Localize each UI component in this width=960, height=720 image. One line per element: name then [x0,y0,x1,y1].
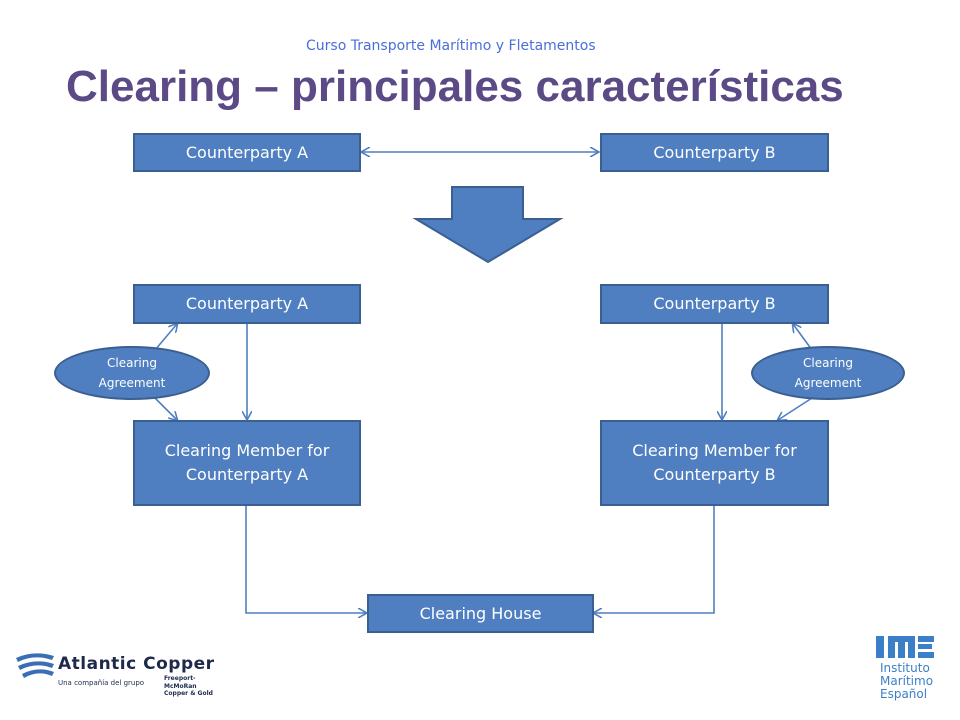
clearing-agreement-left: Clearing Agreement [54,346,210,400]
clearing-member-a-line1: Clearing Member for [164,441,330,460]
agreement-right-to-counterparty [793,324,813,351]
agreement-left-to-member [154,397,177,420]
clearing-house-box: Clearing House [367,594,594,633]
transition-down-arrow [412,186,564,264]
clearing-member-a-line2: Counterparty A [185,465,309,484]
clearing-member-b-line1: Clearing Member for [632,441,797,460]
atlantic-copper-logo [16,653,54,678]
ime-word-2: Marítimo [880,674,934,688]
ime-word-3: Español [880,687,928,701]
ime-logo-mark [876,636,934,658]
clearing-agreement-right: Clearing Agreement [751,346,905,400]
member-b-to-house [594,506,715,613]
counterparty-a-box: Counterparty A [133,284,361,324]
atlantic-copper-tagline: Una compañía del grupo [58,679,145,687]
top-counterparty-a: Counterparty A [133,133,361,172]
agreement-right-to-member [778,397,813,420]
clearing-member-a: Clearing Member for Counterparty A [133,420,361,506]
freeport-group-name: Freeport-McMoRan Copper & Gold [164,675,213,697]
clearing-member-b: Clearing Member for Counterparty B [600,420,829,506]
clearing-member-b-line2: Counterparty B [653,465,776,484]
top-counterparty-b: Counterparty B [600,133,829,172]
atlantic-copper-name: Atlantic Copper [58,654,215,674]
slide-title: Clearing – principales características [66,62,844,111]
counterparty-b-box: Counterparty B [600,284,829,324]
ime-word-1: Instituto [880,661,930,675]
agreement-left-to-counterparty [154,324,177,351]
course-subtitle: Curso Transporte Marítimo y Fletamentos [306,38,596,54]
member-a-to-house [245,506,366,613]
